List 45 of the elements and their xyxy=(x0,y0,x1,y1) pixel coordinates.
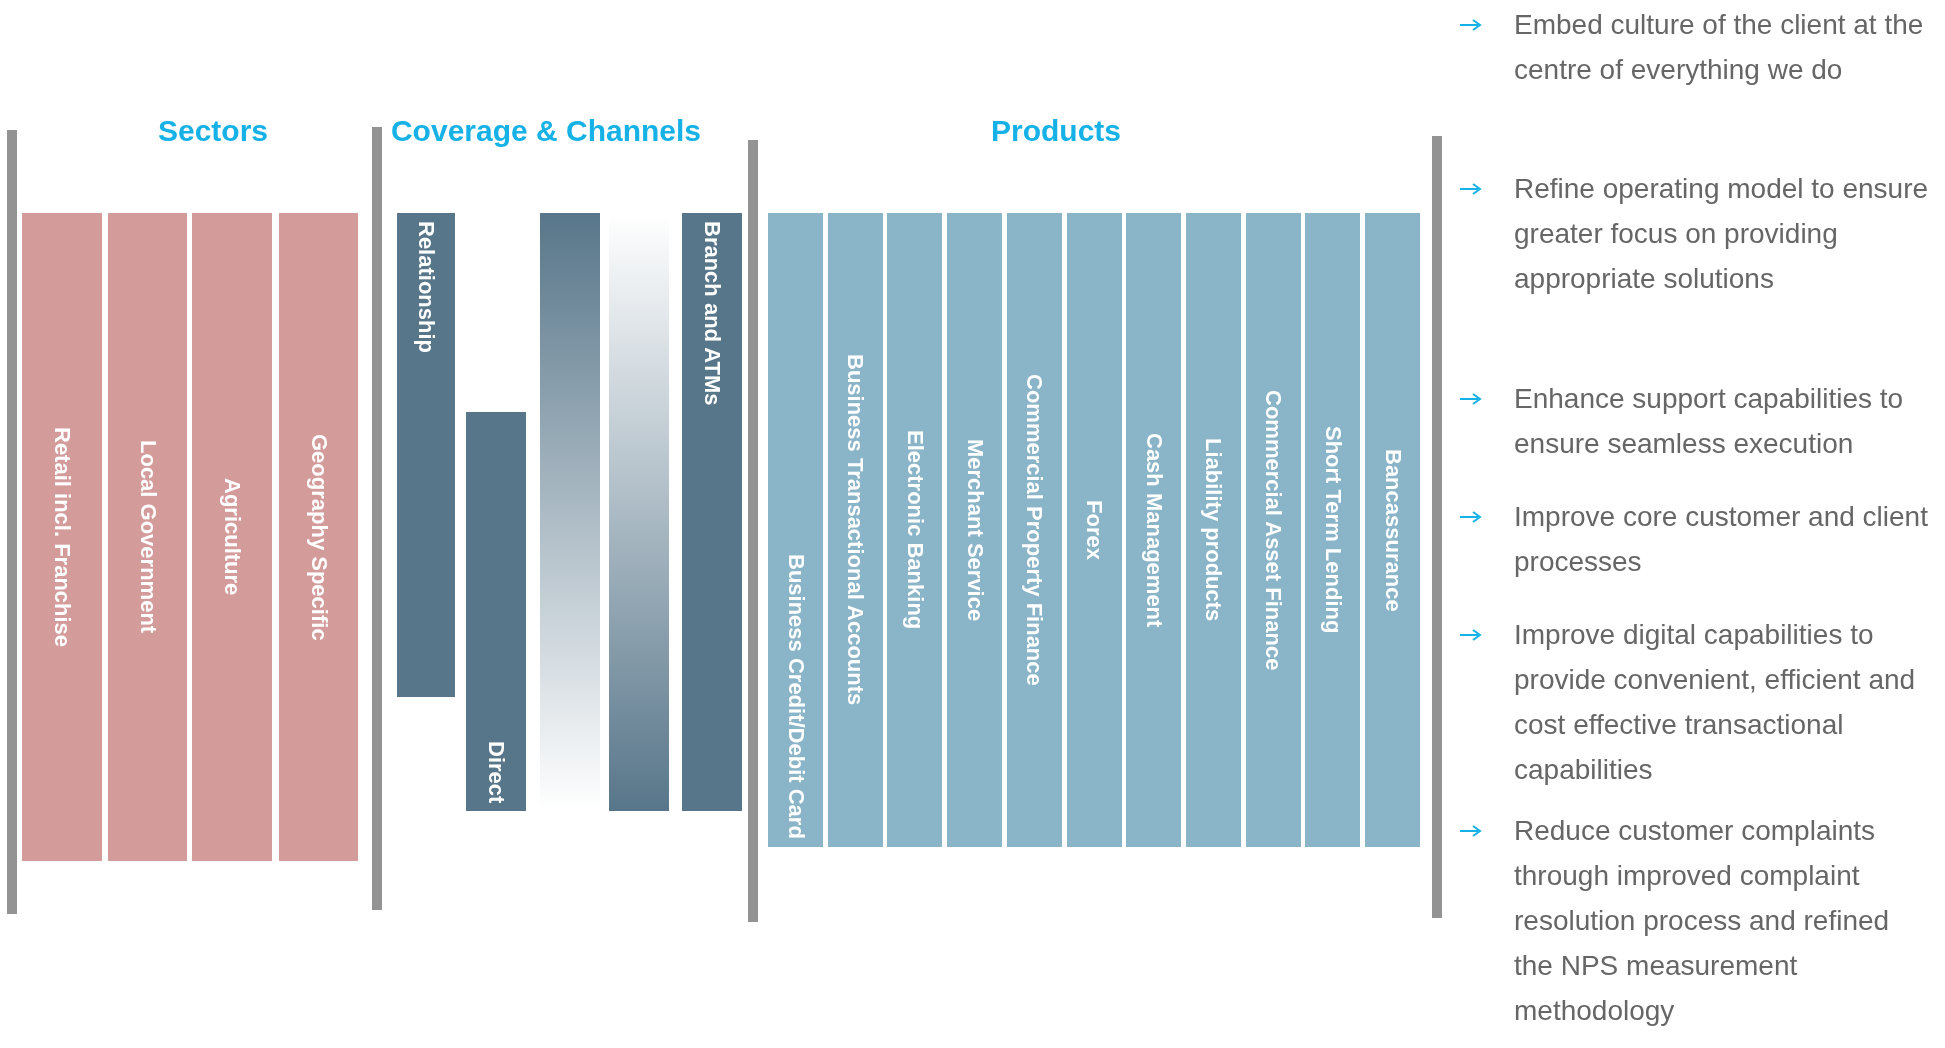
column-box xyxy=(192,213,272,861)
column-label: Short Term Lending xyxy=(1319,426,1346,634)
column-box xyxy=(1066,213,1122,847)
column-label: Local Government xyxy=(134,440,161,634)
column-box xyxy=(947,213,1003,847)
column-label: Cash Management xyxy=(1140,432,1167,628)
column-label: Relationship xyxy=(413,221,439,353)
column-box xyxy=(1126,213,1182,847)
column-label: Merchant Service xyxy=(961,438,988,622)
column-box xyxy=(279,213,358,861)
bullet-text: Improve core customer and client processes xyxy=(1514,500,1929,579)
column-box xyxy=(1365,213,1420,847)
bullet-text: Embed culture of the client at the centre of everything we do xyxy=(1514,8,1925,87)
column-label: Business Credit/Debit Card xyxy=(782,554,809,839)
column-box xyxy=(22,213,102,861)
column-label: Geography Specific xyxy=(305,433,332,641)
column-label: Liability products xyxy=(1200,438,1227,622)
section-heading: Sectors xyxy=(157,114,269,148)
column-label: Forex xyxy=(1081,500,1107,560)
column-label: Bancassurance xyxy=(1379,448,1406,612)
section-heading: Products xyxy=(991,114,1121,148)
column-box xyxy=(682,213,742,811)
column-box xyxy=(397,213,455,697)
column-box xyxy=(1245,213,1301,847)
column-label: Business Transactional Accounts xyxy=(842,354,869,706)
column-label: Commercial Asset Finance xyxy=(1260,389,1287,671)
column-box xyxy=(1006,213,1062,847)
bullet-text: Enhance support capabilities to ensure seamless execution xyxy=(1514,382,1905,461)
column-box xyxy=(887,213,943,847)
column-box xyxy=(827,213,883,847)
column-box xyxy=(1185,213,1241,847)
column-label: Retail incl. Franchise xyxy=(49,426,75,648)
section-heading: Coverage & Channels xyxy=(390,114,702,148)
column-label: Direct xyxy=(483,740,509,803)
bullet-text: Reduce customer complaints through improved complaint resolution process and refined the NPS measurement methodology xyxy=(1514,814,1891,1028)
column-box xyxy=(108,213,187,861)
bullet-text: Refine operating model to ensure greater focus on providing appropriate solutions xyxy=(1514,172,1930,296)
column-label: Commercial Property Finance xyxy=(1021,374,1048,686)
column-label: Electronic Banking xyxy=(901,430,928,630)
bullet-text: Improve digital capabilities to provide convenient, efficient and cost effective transactional capabilities xyxy=(1514,618,1917,787)
column-box xyxy=(768,213,823,847)
column-label: Agriculture xyxy=(219,478,245,596)
column-box xyxy=(466,412,526,811)
column-label: Branch and ATMs xyxy=(699,221,725,406)
column-box xyxy=(1305,213,1361,847)
